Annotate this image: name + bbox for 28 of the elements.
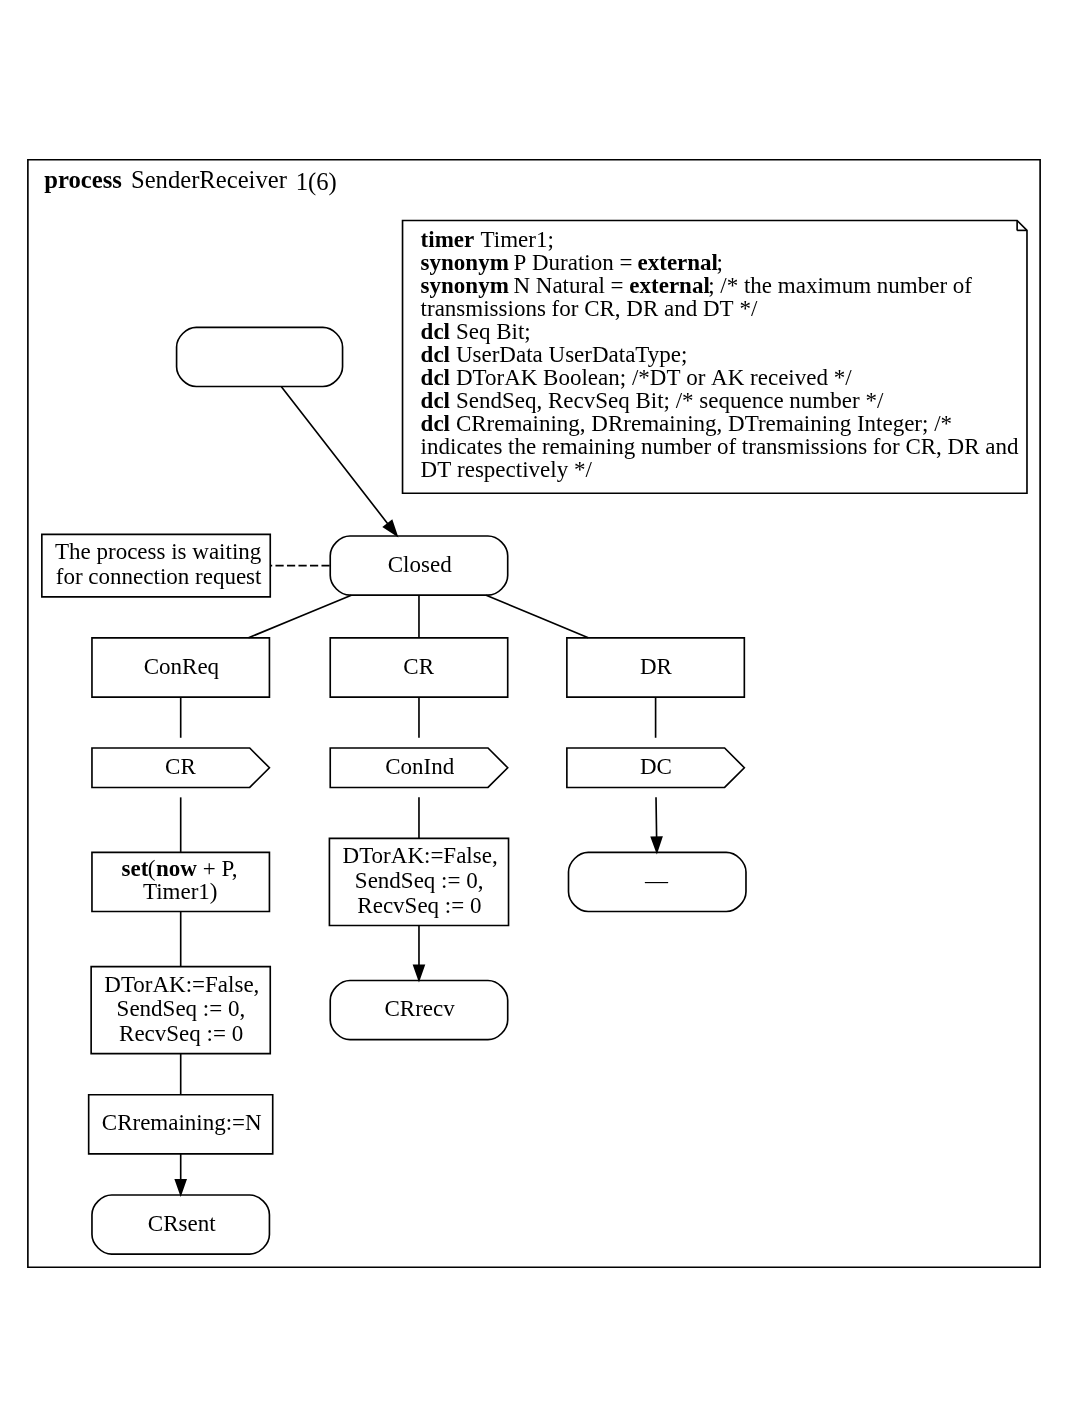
connector: [418, 796, 420, 839]
node-box: CR: [329, 637, 509, 698]
node-box: ConReq: [91, 637, 271, 698]
node-box: Closed: [329, 535, 509, 596]
node-box: CRsent: [91, 1194, 271, 1255]
node-box: The process is waiting for connection request: [41, 533, 272, 598]
connector: [269, 564, 331, 567]
node-box: set(now + P, Timer1): [91, 851, 271, 913]
arrow: [412, 925, 426, 983]
node-box: DR: [566, 637, 746, 698]
arrow: [650, 796, 663, 855]
node-box: DTorAK:=False, SendSeq := 0, RecvSeq := 0: [90, 965, 272, 1055]
connector: [485, 594, 590, 639]
connector: [654, 696, 657, 739]
arrow: [174, 1153, 188, 1198]
connector: [418, 594, 420, 639]
node-box: —: [567, 851, 747, 913]
connector: [179, 911, 182, 968]
connector: [179, 696, 182, 739]
node-box: CRrecv: [329, 979, 509, 1041]
node-box: [175, 326, 344, 388]
connector: [179, 796, 182, 853]
connector: [179, 1052, 182, 1095]
node-box: CRremaining:=N: [87, 1093, 274, 1155]
connector: [418, 696, 420, 739]
node-box: DTorAK:=False, SendSeq := 0, RecvSeq := 0: [328, 837, 510, 927]
connector: [247, 594, 353, 639]
arrow: [280, 385, 399, 538]
